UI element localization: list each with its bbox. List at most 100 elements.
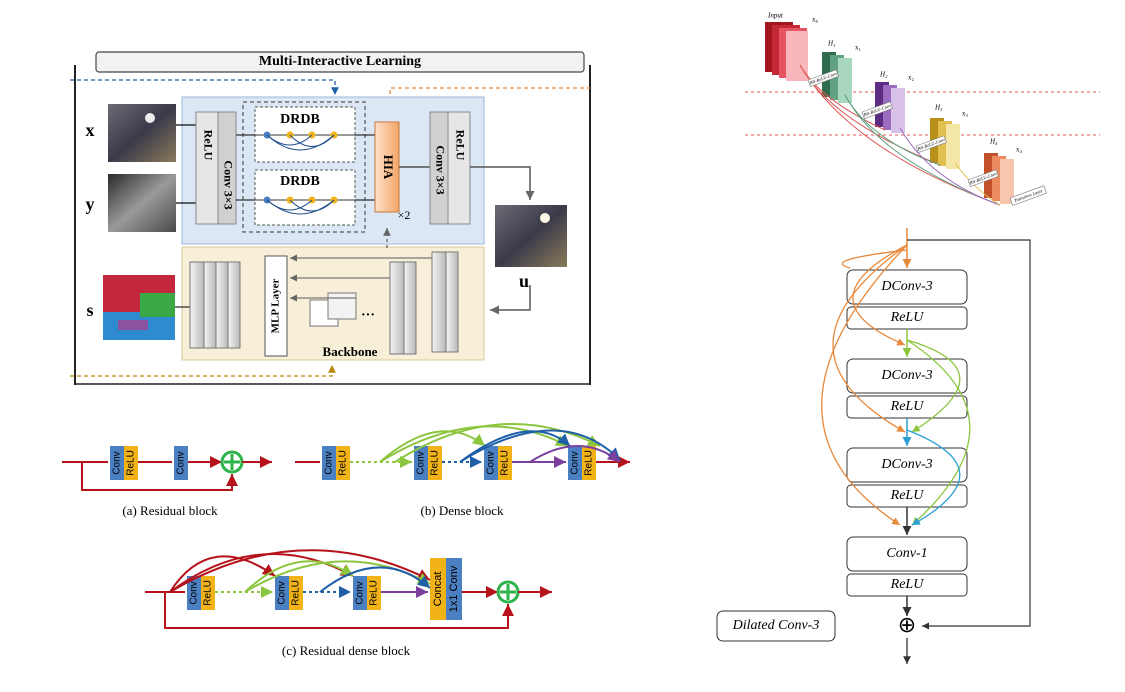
- rdb-conv1: [187, 576, 201, 610]
- rdb-conv1x1-label: 1x1 Conv: [448, 565, 460, 612]
- image-s: [103, 275, 175, 340]
- dense-arc-b2: [459, 429, 621, 463]
- left-relu-label: ReLU: [201, 130, 215, 161]
- ellipsis: ···: [361, 308, 375, 323]
- backbone-label: Backbone: [323, 344, 378, 359]
- densenet-x1: x₁: [855, 44, 861, 52]
- dense-relu1: [336, 446, 350, 480]
- interaction-arrow-top: [70, 79, 339, 95]
- dense-arc-g1: [379, 430, 486, 463]
- dense-conv2: [414, 446, 428, 480]
- rdb-relu1-label: ReLU: [203, 580, 214, 606]
- rdb-conv3-label: Conv: [355, 581, 366, 604]
- res-conv2: [174, 446, 188, 480]
- dc-arc-g1: [906, 339, 961, 433]
- res-relu1: [124, 446, 138, 480]
- feature-map-x3: [930, 118, 960, 169]
- rdb-concat-label: Concat: [432, 572, 444, 607]
- dc-arc-o4: [841, 249, 908, 269]
- dc-dconv-2: [846, 358, 968, 394]
- feature-map-x0: [765, 22, 808, 81]
- densenet-x2: x₂: [908, 74, 915, 82]
- conv-block-left-conv: [217, 111, 237, 225]
- densenet-input-label: Input: [767, 12, 784, 20]
- dilated-conv-diagram: DConv-3 ReLU DConv-3 ReLU DConv-3 ReLU C…: [716, 228, 1031, 664]
- res-conv1-label: Conv: [112, 451, 123, 474]
- rdb-arc-g1: [244, 560, 354, 593]
- hia-block: [374, 121, 400, 213]
- dense-relu3-label: ReLU: [500, 450, 511, 476]
- mil-title: Multi-Interactive Learning: [259, 54, 421, 69]
- caption-b: (b) Dense block: [420, 503, 504, 518]
- rdb-arc-r3: [169, 549, 431, 593]
- densenet-h2: H₂: [879, 71, 888, 79]
- feature-map-x4: [984, 153, 1014, 204]
- dense-arc-p1: [529, 445, 621, 463]
- image-x-light: [145, 113, 155, 123]
- dc-conv1-label: Conv-1: [886, 546, 927, 561]
- dc-conv1: [846, 536, 968, 572]
- label-s: s: [86, 300, 93, 320]
- densenet-connections: [799, 64, 1001, 206]
- mlp-label: MLP Layer: [270, 279, 282, 334]
- dc-legend-label: Dilated Conv-3: [732, 618, 820, 633]
- label-u: u: [519, 271, 529, 291]
- residual-block: Conv ReLU Conv (a) Residual block: [62, 446, 272, 518]
- rdb-arc-r1: [169, 555, 276, 593]
- dense-arc-b1: [459, 430, 571, 463]
- dc-relu-1-label: ReLU: [890, 310, 925, 325]
- decoder-stack: [389, 251, 459, 355]
- to-u-arrow: [470, 166, 535, 200]
- u-to-backbone-arrow: [490, 285, 531, 315]
- densenet-h4: H₄: [989, 138, 998, 146]
- dense-conv1: [322, 446, 336, 480]
- image-y: [108, 174, 176, 232]
- res-conv2-label: Conv: [176, 451, 187, 474]
- mil-title-bar: [95, 51, 585, 73]
- mlp-layer: [264, 255, 288, 357]
- encoder-stack: [189, 261, 241, 349]
- label-x: x: [86, 120, 95, 140]
- image-u: [495, 205, 567, 267]
- densenet-x0: x₀: [812, 16, 819, 24]
- transition-layer: Transition Layer: [1009, 185, 1047, 206]
- rdb-concat: [430, 558, 446, 620]
- res-skip: [81, 462, 238, 491]
- rdb-relu3-label: ReLU: [369, 580, 380, 606]
- dc-arc-o3: [821, 244, 908, 526]
- dense-block: Conv ReLU Conv ReLU Conv ReLU Conv ReLU …: [295, 422, 630, 518]
- dc-dconv-2-label: DConv-3: [880, 368, 932, 383]
- dc-dconv-3-label: DConv-3: [880, 457, 932, 472]
- dense-conv4-label: Conv: [570, 451, 581, 474]
- rdb-conv3: [353, 576, 367, 610]
- dc-relu-2-label: ReLU: [890, 399, 925, 414]
- dense-relu4: [582, 446, 596, 480]
- dense-conv1-label: Conv: [324, 451, 335, 474]
- mil-diagram: Multi-Interactive Learning x y s u ReLU …: [70, 51, 591, 385]
- dc-arc-g2: [906, 339, 971, 526]
- res-relu1-label: ReLU: [126, 450, 137, 476]
- dc-relu-3-label: ReLU: [890, 488, 925, 503]
- hia-times-label: ×2: [398, 208, 411, 222]
- dense-conv4: [568, 446, 582, 480]
- rdb-conv1x1: [446, 558, 462, 620]
- left-conv-label: Conv 3×3: [221, 160, 235, 209]
- image-x: [108, 104, 176, 162]
- drdb-top: [254, 106, 356, 163]
- dense-conv3-label: Conv: [486, 451, 497, 474]
- densenet-x3: x₃: [962, 110, 969, 118]
- hia-label: HIA: [381, 155, 396, 180]
- conv-block-right-relu: [447, 111, 471, 225]
- rdb-relu2: [289, 576, 303, 610]
- dense-conv3: [484, 446, 498, 480]
- drdb-top-label: DRDB: [280, 112, 320, 127]
- densenet-h1: H₁: [827, 40, 836, 48]
- dense-relu3: [498, 446, 512, 480]
- dc-skip-connection: [907, 239, 1031, 630]
- rdb-relu3: [367, 576, 381, 610]
- image-u-light: [540, 213, 550, 223]
- dense-relu4-label: ReLU: [584, 450, 595, 476]
- rdb-conv2: [275, 576, 289, 610]
- rdb-relu2-label: ReLU: [291, 580, 302, 606]
